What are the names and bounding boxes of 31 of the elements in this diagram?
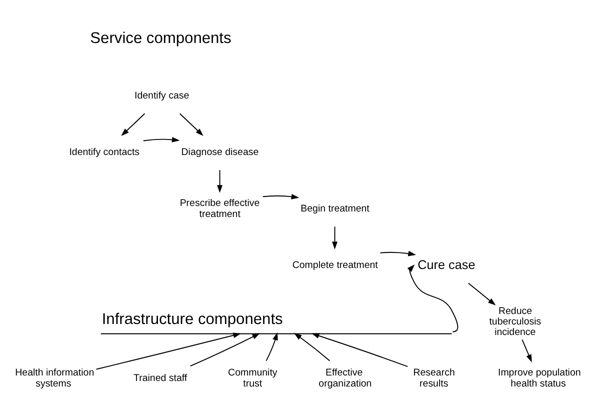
node-text: Complete treatment (292, 260, 378, 271)
node-text: Cure case (418, 258, 476, 272)
arrow (217, 170, 222, 193)
arrow (96, 332, 241, 370)
arrow (121, 113, 146, 136)
label: Service components (90, 30, 232, 48)
arrow (522, 339, 532, 362)
node-text: Identify case (134, 90, 190, 102)
node-text: Reduce tuberculosis incidence (489, 306, 542, 338)
node-text: Prescribe effective treatment (180, 198, 260, 220)
arrow (179, 113, 204, 136)
arrow (190, 333, 260, 367)
node-text: Diagnose disease (181, 146, 259, 158)
node-text: Infrastructure components (102, 310, 283, 328)
arrow (468, 282, 496, 306)
node-text: Research results (413, 368, 455, 390)
arrow (294, 332, 330, 362)
node-text: Trained staff (134, 372, 188, 384)
node-text: Health information systems (15, 368, 94, 390)
node-text: Identify contacts (69, 146, 140, 158)
node-text: Effective organization (318, 368, 372, 390)
arrow (142, 136, 180, 142)
node-text: Community trust (228, 368, 278, 390)
arrow (262, 194, 300, 200)
node-text: Begin treatment (300, 203, 370, 214)
arrow (407, 264, 458, 332)
arrow (332, 226, 338, 250)
node-text: Improve population health status (498, 368, 581, 390)
arrow (266, 332, 278, 362)
arrow (380, 250, 416, 256)
arrow (311, 333, 408, 368)
